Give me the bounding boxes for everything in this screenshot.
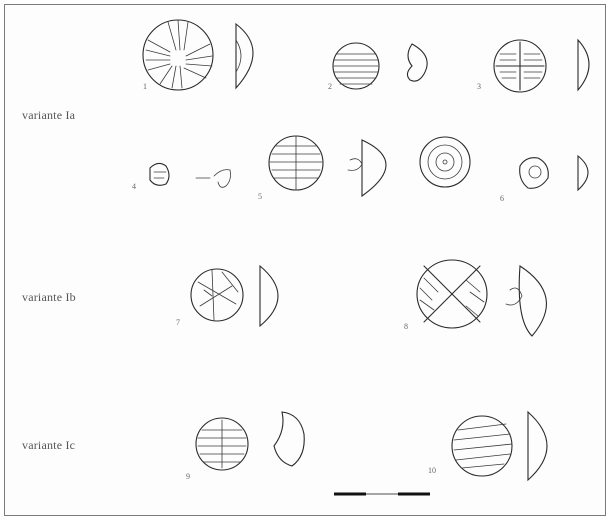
artifact-1-profile	[235, 22, 254, 90]
variant-label-ia: variante Ia	[22, 108, 76, 122]
figure-number-3: 3	[477, 82, 481, 91]
artifact-4-plan-view	[149, 162, 170, 186]
artifact-4-profile	[195, 169, 231, 188]
artifact-7-plan-view	[190, 268, 244, 322]
artifact-1-plan-view	[142, 19, 214, 91]
artifact-6b-profile	[577, 154, 589, 192]
artifact-7-profile	[259, 264, 279, 328]
figure-number-5: 5	[258, 192, 262, 201]
figure-number-7: 7	[176, 318, 180, 327]
figure-number-6: 6	[500, 194, 504, 203]
artifact-6b-plan-view	[519, 157, 549, 189]
artifact-5-plan-view	[268, 135, 324, 191]
variant-label-ib: variante Ib	[22, 290, 76, 304]
plate-frame	[4, 4, 606, 516]
figure-number-8: 8	[404, 322, 408, 331]
artifact-2-profile	[406, 43, 428, 82]
artifact-10-profile	[527, 410, 548, 482]
figure-number-2: 2	[328, 82, 332, 91]
artifact-8-profile	[505, 265, 547, 337]
artifact-2-plan-view	[332, 42, 380, 90]
artifact-6-plan-view	[419, 136, 471, 188]
figure-number-9: 9	[186, 472, 190, 481]
variant-label-ic: variante Ic	[22, 438, 76, 452]
artifact-9-profile	[273, 411, 305, 467]
artifact-9-plan-view	[195, 417, 249, 471]
artifact-5-profile	[347, 139, 387, 198]
artifact-3-plan-view	[493, 39, 547, 93]
artifact-10-plan-view	[451, 415, 513, 477]
figure-number-4: 4	[132, 182, 136, 191]
artifact-3-profile	[577, 38, 590, 92]
figure-number-10: 10	[428, 466, 436, 475]
figure-number-1: 1	[143, 82, 147, 91]
artifact-8-plan-view	[416, 259, 488, 329]
